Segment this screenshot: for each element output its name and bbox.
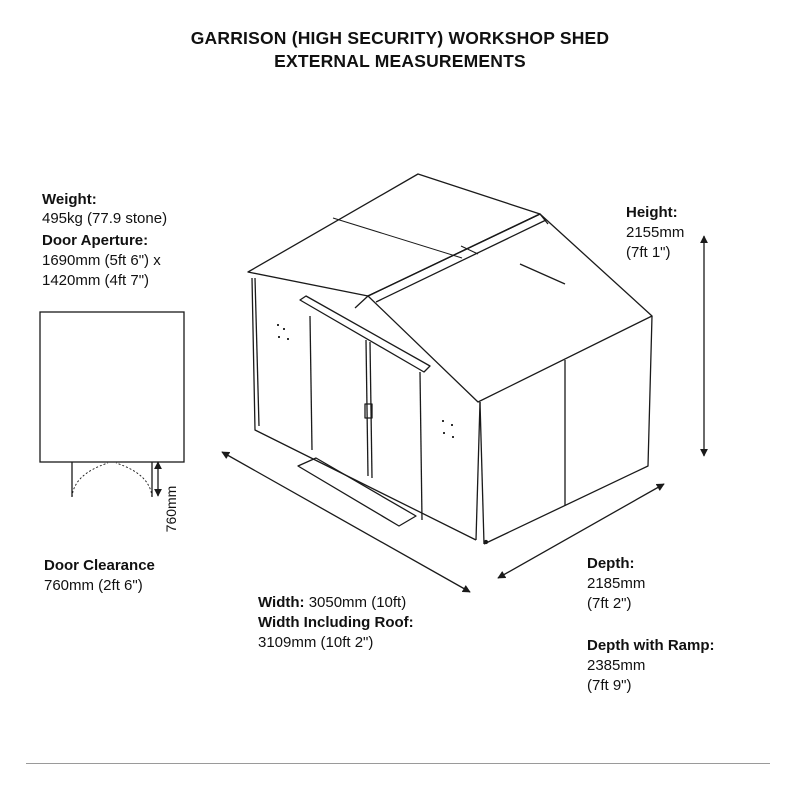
door-aperture-value-2: 1420mm (4ft 7") [42, 272, 150, 289]
depth-ramp-label: Depth with Ramp: [587, 637, 715, 654]
door-plan-outline [39, 311, 185, 463]
front-wall [251, 277, 477, 541]
title-line-1: GARRISON (HIGH SECURITY) WORKSHOP SHED [190, 28, 610, 48]
roof-ridge-cap [354, 213, 549, 309]
roof-seam-left [332, 217, 463, 259]
footer-divider [26, 763, 770, 764]
side-wall [483, 315, 653, 545]
door-eave-trim [299, 295, 431, 373]
height-value-2: (7ft 1") [626, 244, 671, 261]
door-swing-left [71, 462, 109, 498]
door-left-edge [309, 315, 313, 451]
depth-arrow [497, 483, 665, 579]
vent-dots-front [277, 324, 454, 438]
door-lock-icon [364, 403, 373, 419]
door-ramp [297, 457, 417, 527]
height-label: Height: [626, 204, 678, 221]
width-roof-label: Width Including Roof: [258, 614, 414, 631]
depth-ramp-value-1: 2385mm [587, 657, 646, 674]
width-label: Width: [258, 594, 305, 611]
title-line-2: EXTERNAL MEASUREMENTS [274, 51, 526, 71]
door-swing-right [115, 462, 153, 498]
depth-value-2: (7ft 2") [587, 595, 632, 612]
depth-value-1: 2185mm [587, 575, 646, 592]
front-right-corner [475, 401, 481, 541]
door-right-edge [419, 371, 423, 521]
width-value: 3050mm (10ft) [308, 594, 407, 611]
door-center-seam [365, 339, 369, 477]
door-plan-diagram [39, 311, 185, 498]
height-value-1: 2155mm [626, 224, 685, 241]
door-clearance-label: Door Clearance [44, 557, 155, 574]
depth-ramp-value-2: (7ft 9") [587, 677, 632, 694]
shed-isometric [247, 173, 653, 545]
width-arrow [221, 451, 471, 593]
door-aperture-label: Door Aperture: [42, 232, 149, 249]
width-line: Width: 3050mm (10ft) [258, 593, 406, 613]
door-aperture-value-1: 1690mm (5ft 6") x [42, 252, 161, 269]
door-clearance-value: 760mm (2ft 6") [44, 577, 143, 594]
weight-value: 495kg (77.9 stone) [42, 210, 168, 227]
weight-label: Weight: [42, 191, 97, 208]
width-roof-value: 3109mm (10ft 2") [258, 634, 374, 651]
